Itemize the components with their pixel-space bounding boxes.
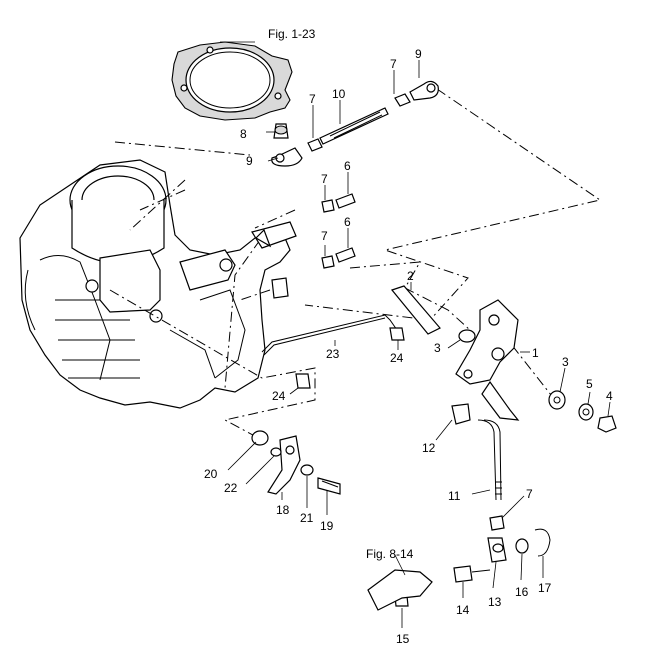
shift-rod: [451, 403, 502, 501]
throttle-body-plate: [171, 41, 293, 121]
part-label: 8: [240, 127, 247, 141]
part-label: 4: [606, 389, 613, 403]
rod-end-hardware: [367, 515, 551, 611]
part-label: 22: [224, 481, 238, 495]
part-label: 19: [320, 519, 334, 533]
figure-ref-bottom: Fig. 8-14: [366, 547, 414, 561]
part-label: 15: [396, 632, 410, 646]
leader-lines: [220, 41, 611, 628]
part-label: 1: [532, 346, 539, 360]
part-label: 6: [344, 215, 351, 229]
part-label: 23: [326, 347, 340, 361]
lower-lever: [251, 430, 341, 495]
part-label: 10: [332, 87, 346, 101]
mount-bracket: [251, 193, 356, 299]
part-label: 17: [538, 581, 552, 595]
part-label: 14: [456, 603, 470, 617]
part-label: 5: [586, 377, 593, 391]
part-label: 9: [415, 47, 422, 61]
part-label: 2: [407, 269, 414, 283]
part-label: 24: [272, 389, 286, 403]
part-label: 7: [526, 487, 533, 501]
part-label: 3: [562, 355, 569, 369]
control-lever: [390, 285, 520, 421]
part-label: 7: [390, 57, 397, 71]
part-label: 6: [344, 159, 351, 173]
figure-ref-top: Fig. 1-23: [268, 27, 316, 41]
throttle-link-rod: [261, 314, 405, 389]
reference-lines: [109, 88, 602, 441]
pivot-hardware: [548, 390, 617, 433]
part-label: 9: [246, 154, 253, 168]
part-label: 21: [300, 511, 314, 525]
part-label: 24: [390, 351, 404, 365]
part-label: 20: [204, 467, 218, 481]
engine-assembly: [19, 159, 291, 409]
part-label: 7: [321, 229, 328, 243]
part-label: 3: [434, 341, 441, 355]
part-label: 11: [448, 489, 461, 503]
part-label: 18: [276, 503, 290, 517]
linkage-rod-assembly: [271, 80, 439, 167]
part-label: 12: [422, 441, 436, 455]
part-label: 13: [488, 595, 502, 609]
part-label: 7: [309, 92, 316, 106]
part-label: 7: [321, 172, 328, 186]
part-label: 16: [515, 585, 529, 599]
